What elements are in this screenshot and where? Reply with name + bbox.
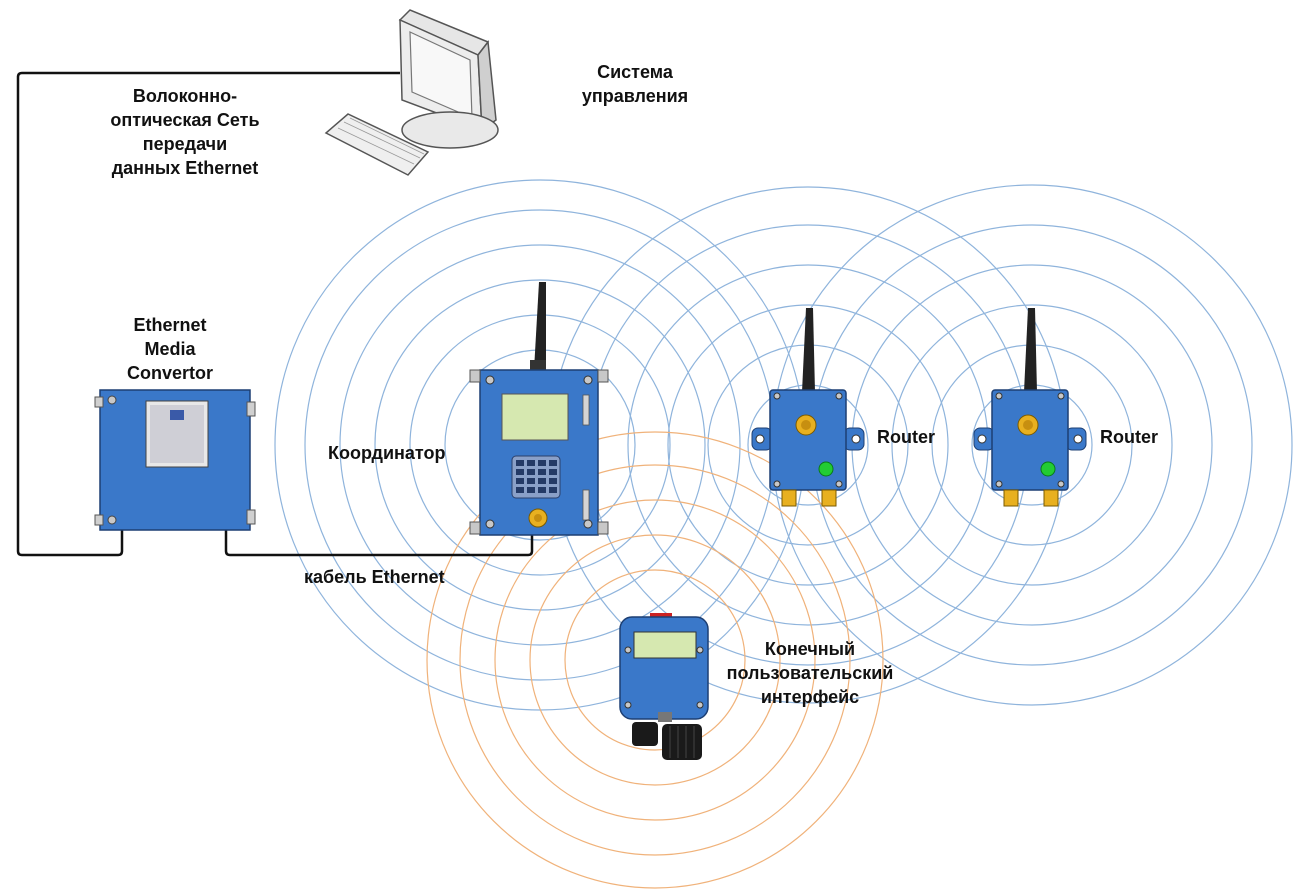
fiber-network-label: Волоконно- оптическая Сеть передачи данн… (95, 84, 275, 180)
media-convertor-label: Ethernet Media Convertor (105, 313, 235, 385)
end-device-coverage-rings (426, 431, 884, 889)
control-system-label: Система управления (560, 60, 710, 108)
media-convertor-line-3: Convertor (126, 363, 213, 383)
router-1-label: Router (877, 427, 935, 447)
ethernet-cable-label: кабель Ethernet (304, 567, 445, 587)
fiber-network-line-3: передачи (142, 134, 228, 154)
end-user-interface-line-3: интерфейс (760, 687, 860, 707)
fiber-network-line-4: данных Ethernet (111, 158, 259, 178)
end-user-interface-line-2: пользовательский (726, 663, 894, 683)
end-user-interface-label: Конечный пользовательский интерфейс (710, 637, 910, 709)
router-1-device (751, 308, 865, 507)
coordinator-label: Координатор (328, 443, 446, 463)
router-2-device (973, 308, 1087, 507)
media-convertor-line-2: Media (144, 339, 196, 359)
control-system-line-2: управления (581, 86, 689, 106)
fiber-network-line-2: оптическая Сеть (110, 110, 260, 130)
control-system-line-1: Система (597, 62, 673, 82)
computer-icon (324, 9, 499, 176)
ethernet-cable (224, 528, 534, 557)
media-convertor-line-1: Ethernet (133, 315, 207, 335)
fiber-network-line-1: Волоконно- (132, 86, 238, 106)
fiber-cable (16, 71, 400, 557)
coordinator-device (469, 282, 609, 536)
router-2-label: Router (1100, 427, 1158, 447)
end-user-device (619, 613, 709, 760)
media-convertor-device (94, 389, 256, 531)
end-user-interface-line-1: Конечный (764, 639, 856, 659)
